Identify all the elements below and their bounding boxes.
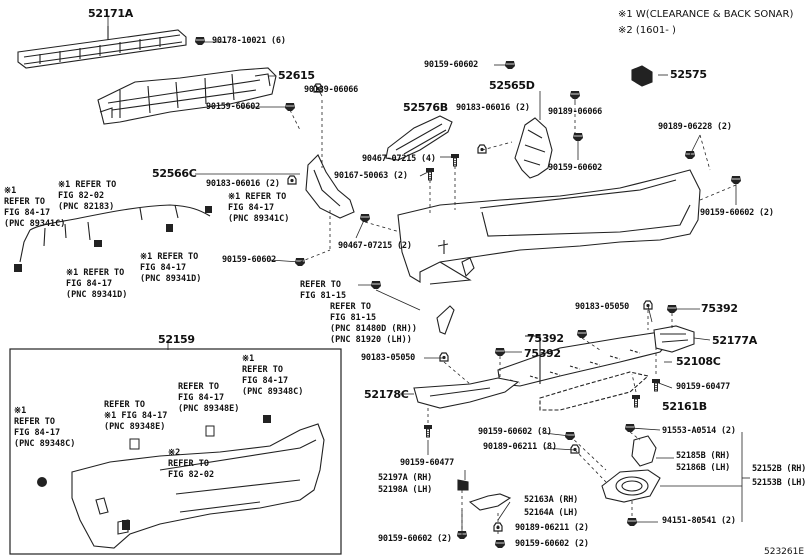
garnish-52178C-icon: [413, 377, 520, 409]
bracket-52197A-icon: [457, 479, 469, 491]
part-label[interactable]: 75392: [701, 302, 738, 315]
part-label[interactable]: 90178-10021 (6): [212, 36, 286, 46]
diagram-code: 523261E: [764, 547, 805, 557]
part-label[interactable]: 52197A (RH): [378, 473, 433, 483]
part-label[interactable]: 52164A (LH): [524, 508, 579, 518]
note-1: ※1 W(CLEARANCE & BACK SONAR): [618, 9, 794, 20]
part-label[interactable]: 75392: [524, 347, 561, 360]
bracket-52163A-icon: [468, 493, 512, 511]
part-label[interactable]: 52108C: [676, 355, 721, 368]
part-label[interactable]: 90467-07215 (4): [362, 154, 436, 164]
part-label[interactable]: 90189-06228 (2): [658, 122, 732, 132]
part-label[interactable]: 90189-06211 (8): [483, 442, 557, 452]
part-label[interactable]: 90159-60602: [548, 163, 603, 173]
sensor-icon: [129, 438, 140, 450]
reflector-icon: [436, 305, 455, 335]
part-label[interactable]: 90467-07215 (2): [338, 241, 412, 251]
part-label[interactable]: 52159: [158, 333, 195, 346]
part-label[interactable]: 52185B (RH): [676, 451, 731, 461]
part-label[interactable]: 52152B (RH): [752, 464, 807, 474]
part-label[interactable]: 52198A (LH): [378, 485, 433, 495]
part-label[interactable]: 90159-60602: [424, 60, 479, 70]
bracket-52575-icon: [631, 65, 653, 87]
part-label[interactable]: 90189-06211 (2): [515, 523, 589, 533]
part-label[interactable]: 52161B: [662, 400, 707, 413]
part-label[interactable]: 90183-06016 (2): [456, 103, 530, 113]
part-label[interactable]: 90159-60477: [400, 458, 455, 468]
tailpipe-garnish-icon: [601, 469, 661, 503]
garnish-52177A-icon: [653, 325, 695, 353]
part-label[interactable]: 91553-A0514 (2): [662, 426, 736, 436]
diffuser-icon: [539, 371, 650, 411]
part-label[interactable]: 90159-60602 (2): [700, 208, 774, 218]
part-label[interactable]: 52575: [670, 68, 707, 81]
refer-to-callout[interactable]: REFER TO※1 FIG 84-17(PNC 89348E): [104, 400, 168, 432]
sensor-icon: [263, 415, 271, 423]
connector-icon: [94, 240, 102, 247]
part-label[interactable]: 52178C: [364, 388, 409, 401]
part-label[interactable]: 52163A (RH): [524, 495, 579, 505]
part-label[interactable]: 90183-05050: [575, 302, 630, 312]
part-label[interactable]: 90159-60602 (8): [478, 427, 552, 437]
part-label[interactable]: 90159-60602 (2): [378, 534, 452, 544]
sensor-icon: [205, 425, 215, 437]
inset-frame: [9, 348, 342, 555]
sensor-icon: [37, 477, 47, 487]
part-label[interactable]: 52566C: [152, 167, 197, 180]
sensor-icon: [166, 224, 173, 232]
part-label[interactable]: 90189-06066: [548, 107, 603, 117]
part-label[interactable]: 90189-06066: [304, 85, 359, 95]
part-label[interactable]: 90159-60602: [222, 255, 277, 265]
bracket-52566C-icon: [305, 154, 355, 219]
bracket-52185B-icon: [631, 435, 657, 467]
inset-bumper-cover-icon: [71, 423, 325, 549]
wire-harness-icon: [19, 204, 211, 263]
part-label[interactable]: 94151-80541 (2): [662, 516, 736, 526]
part-label[interactable]: 90159-60602: [206, 102, 261, 112]
bracket-52565D-icon: [514, 117, 553, 179]
absorber-52615-icon: [97, 67, 277, 125]
part-label[interactable]: 52576B: [403, 101, 448, 114]
part-label[interactable]: 52615: [278, 69, 315, 82]
part-label[interactable]: 52171A: [88, 7, 133, 20]
part-label[interactable]: 90183-05050: [361, 353, 416, 363]
part-label[interactable]: 90159-60602 (2): [515, 539, 589, 549]
part-label[interactable]: 52186B (LH): [676, 463, 731, 473]
sensor-icon: [205, 206, 212, 213]
connector-icon: [14, 264, 22, 272]
part-label[interactable]: 90183-06016 (2): [206, 179, 280, 189]
note-2: ※2 (1601- ): [618, 25, 676, 36]
bracket-52576B-icon: [385, 115, 453, 161]
rear-bumper-cover-icon: [397, 169, 701, 285]
reinforcement-52171A-icon: [17, 26, 187, 69]
part-label[interactable]: 52153B (LH): [752, 478, 807, 488]
part-label[interactable]: 52565D: [489, 79, 535, 92]
part-label[interactable]: 90167-50063 (2): [334, 171, 408, 181]
part-label[interactable]: 52177A: [712, 334, 757, 347]
part-label[interactable]: 75392: [527, 332, 564, 345]
part-label[interactable]: 90159-60477: [676, 382, 731, 392]
